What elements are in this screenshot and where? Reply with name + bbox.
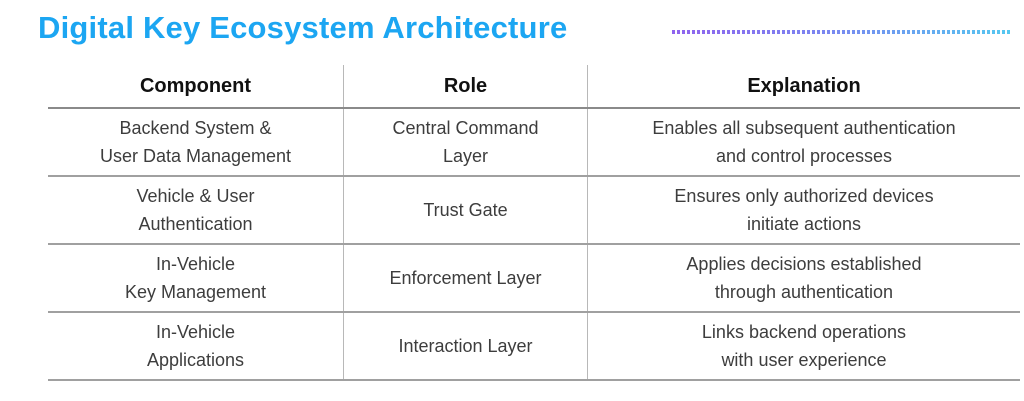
page-title: Digital Key Ecosystem Architecture [38, 10, 568, 45]
cell-component: In-Vehicle Key Management [124, 254, 267, 302]
dotted-accent-line [672, 30, 1012, 34]
table-row: Backend System & User Data Management Ce… [48, 109, 1020, 177]
cell-role: Enforcement Layer [343, 245, 587, 311]
cell-explanation: Enables all subsequent authentication an… [587, 109, 1020, 175]
cell-explanation: Ensures only authorized devices initiate… [587, 177, 1020, 243]
cell-component: Vehicle & User Authentication [136, 186, 255, 234]
column-header-role: Role [343, 65, 587, 107]
cell-role: Interaction Layer [343, 313, 587, 379]
cell-component: Backend System & User Data Management [99, 118, 292, 166]
table-header-row: Component Role Explanation [48, 65, 1020, 109]
column-header-component: Component [139, 74, 252, 97]
cell-component: In-Vehicle Applications [146, 322, 245, 370]
cell-explanation: Links backend operations with user exper… [587, 313, 1020, 379]
table-row: Vehicle & User Authentication Trust Gate… [48, 177, 1020, 245]
architecture-table: Component Role Explanation Backend Syste… [48, 65, 1020, 381]
cell-role: Central Command Layer [343, 109, 587, 175]
cell-role: Trust Gate [343, 177, 587, 243]
column-header-explanation: Explanation [587, 65, 1020, 107]
table-row: In-Vehicle Applications Interaction Laye… [48, 313, 1020, 381]
cell-explanation: Applies decisions established through au… [587, 245, 1020, 311]
table-row: In-Vehicle Key Management Enforcement La… [48, 245, 1020, 313]
